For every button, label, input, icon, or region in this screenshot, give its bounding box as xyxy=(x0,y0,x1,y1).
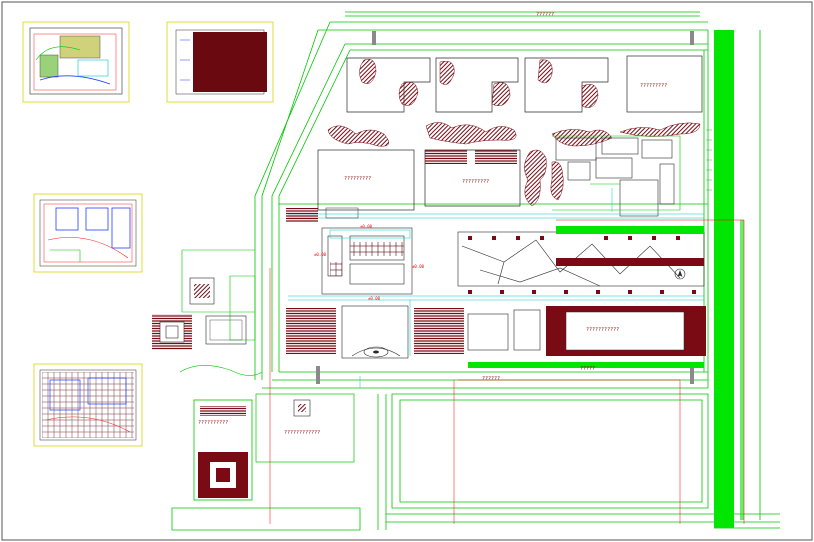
northeast-cluster xyxy=(555,137,675,217)
thumbnail-floor-plan-2 xyxy=(33,193,143,273)
thumbnail-floor-plan-3 xyxy=(33,363,143,447)
north-arrow-icon xyxy=(674,268,686,280)
south-block-label: ?????????? xyxy=(198,420,229,426)
sports-hall-label: ???????????? xyxy=(284,430,321,436)
main-building-label: ??????????? xyxy=(586,327,620,333)
east-main-road xyxy=(714,30,734,528)
dimension-lines xyxy=(269,219,745,524)
center-north-stripes xyxy=(425,150,517,164)
courtyard-green-bar xyxy=(556,226,704,234)
left-hall xyxy=(286,208,318,222)
gate-pavilion xyxy=(205,315,247,345)
block-a-label: ????????? xyxy=(640,83,668,89)
dorm-block-row xyxy=(346,55,703,113)
gate-square-2 xyxy=(152,314,192,350)
thumbnail-roof-plan xyxy=(166,21,274,103)
south-outlines xyxy=(341,305,541,359)
northeast-paths xyxy=(552,135,681,211)
left-hall-label: ????????? xyxy=(344,176,372,182)
south-plaza xyxy=(255,393,355,463)
southwest-block xyxy=(193,399,253,501)
dimension-label-4: ±0.00 xyxy=(314,252,327,257)
landscape-hatch-band xyxy=(327,122,701,147)
courtyard-columns xyxy=(468,236,696,294)
sports-fields xyxy=(286,308,464,354)
center-hall-label: ????????? xyxy=(462,179,490,185)
dorm-hatch-trees xyxy=(359,59,599,108)
lower-road-label: ?????? xyxy=(482,376,501,382)
gate-posts xyxy=(316,31,694,384)
main-building-grid xyxy=(330,242,404,276)
cyan-details xyxy=(329,188,613,388)
dimension-label-3: ±0.00 xyxy=(368,296,381,301)
west-entrance xyxy=(179,249,263,376)
top-road-label: ?????? xyxy=(536,12,555,18)
dimension-label-2: ±0.00 xyxy=(412,264,425,269)
thumbnail-floor-plan-1 xyxy=(22,21,130,103)
gate-square-1 xyxy=(189,277,215,305)
south-green-bar xyxy=(468,362,704,368)
courtyard-maroon-bar xyxy=(556,258,704,266)
dimension-label-1: ±0.00 xyxy=(360,224,373,229)
central-water-channel xyxy=(288,213,704,301)
gate-label: ????? xyxy=(580,366,596,372)
east-road-ticks xyxy=(706,129,712,191)
east-road-strip xyxy=(740,220,744,520)
organic-hatch-shapes xyxy=(524,149,564,207)
parade-oval xyxy=(363,346,389,358)
